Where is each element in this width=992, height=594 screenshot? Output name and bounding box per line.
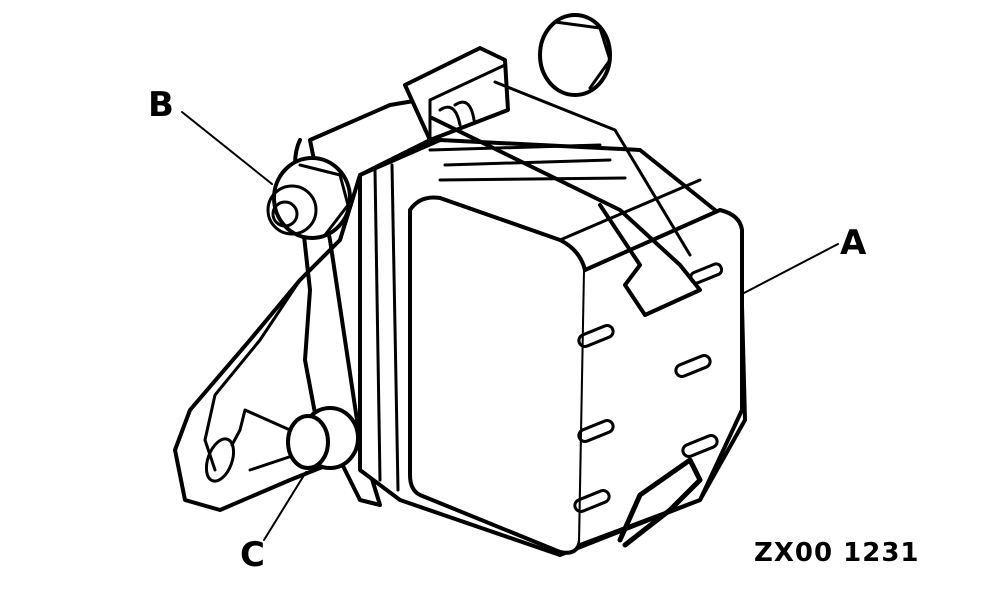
lower-mounting-bolt [286,406,360,470]
unit-housing [358,138,747,557]
figure-reference-code: ZX00 1231 [754,538,920,568]
callout-label-a: A [840,223,867,263]
spring-clip [430,80,702,317]
leader-lines [181,111,839,541]
upper-mounting-nut [266,156,352,240]
callout-label-b: B [148,85,174,125]
callout-label-c: C [240,535,265,575]
